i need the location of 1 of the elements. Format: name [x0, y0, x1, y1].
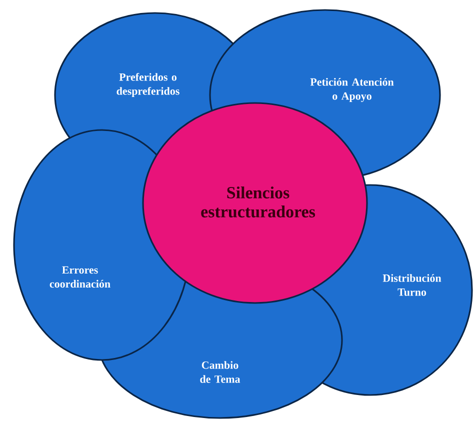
- node-label: Cambio de Tema: [200, 361, 240, 383]
